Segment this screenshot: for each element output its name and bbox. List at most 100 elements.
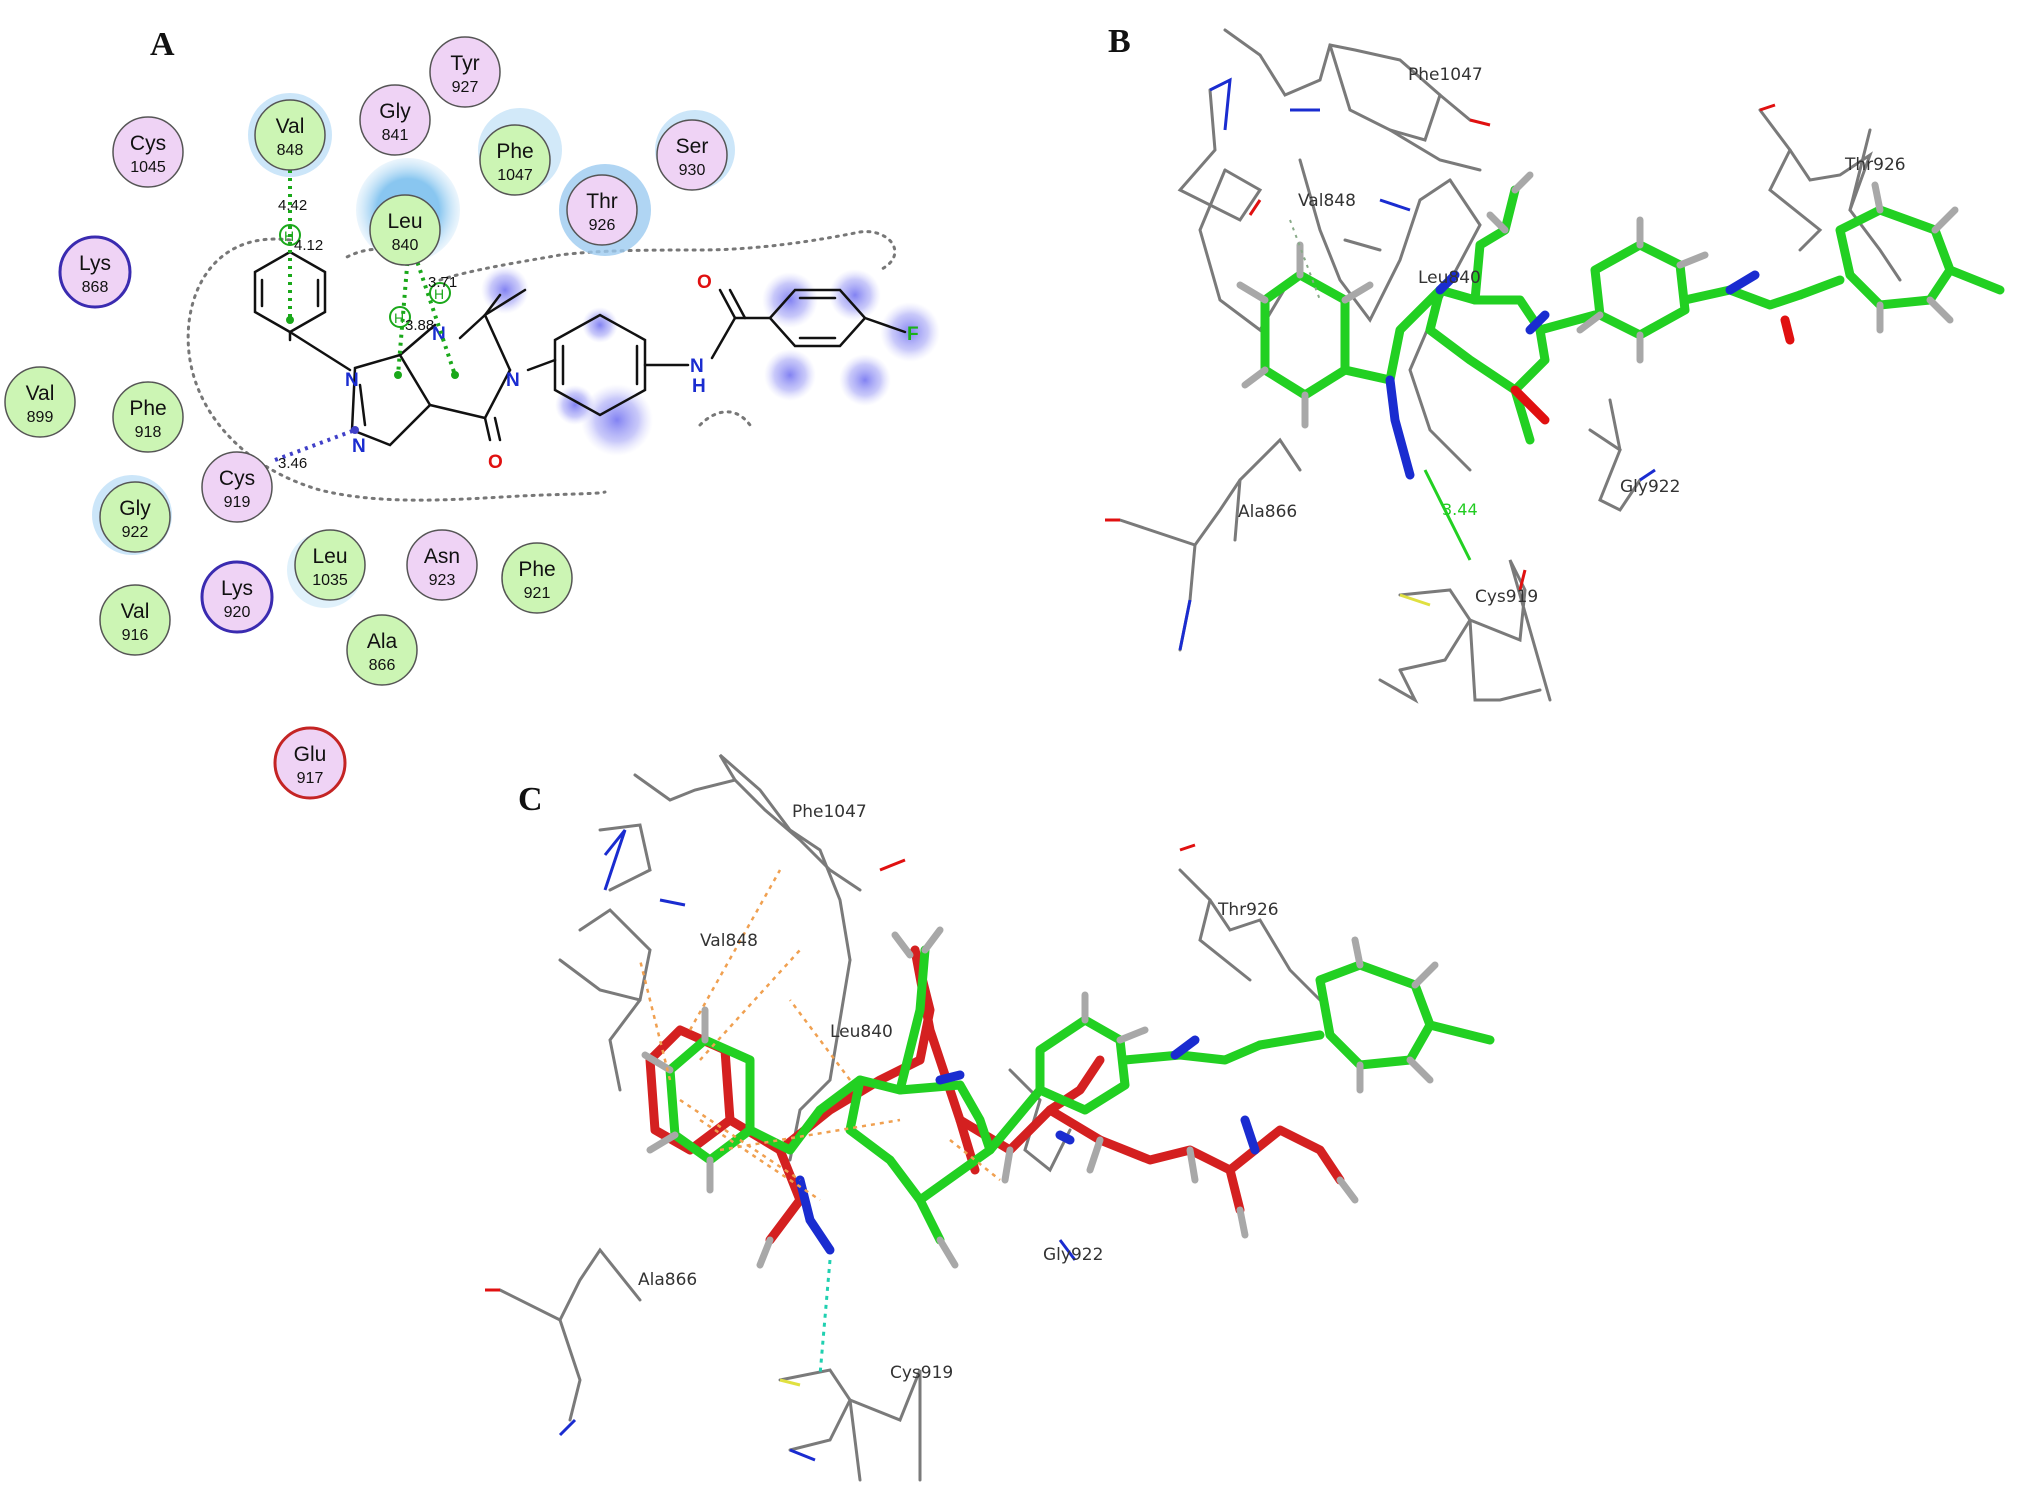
svg-text:919: 919 (224, 494, 251, 511)
residue-disk-thr926: Thr 926 (566, 174, 638, 246)
atom-label: O (697, 272, 712, 293)
residue-disk-cys919: Cys 919 (201, 451, 273, 523)
exposure-blob (839, 354, 891, 406)
svg-text:927: 927 (452, 79, 479, 96)
protein-oxygen-sticks (485, 843, 1196, 1292)
residue-disk-leu1035: Leu 1035 (294, 529, 366, 601)
svg-text:918: 918 (135, 424, 162, 441)
ligand-oxygen-sticks (1510, 315, 1795, 425)
residue-disk-glu917: Glu 917 (273, 726, 347, 800)
hbond-distance-label: 3.44 (1442, 500, 1478, 519)
residue-disk-asn923: Asn 923 (406, 529, 478, 601)
protein-sulfur-sticks (1399, 593, 1431, 607)
residue-disk-ser930: Ser 930 (656, 119, 728, 191)
ligand-sticks (1260, 185, 2005, 445)
svg-text:1047: 1047 (497, 167, 533, 184)
svg-text:923: 923 (429, 572, 456, 589)
svg-text:Cys: Cys (130, 132, 166, 155)
atom-label: N (690, 356, 704, 377)
svg-text:Leu: Leu (312, 545, 347, 568)
pocket-outline-fragment (698, 410, 752, 427)
exposure-blob (762, 272, 818, 328)
svg-text:Phe: Phe (496, 140, 533, 163)
residue-label-3d: Leu840 (830, 1022, 893, 1042)
svg-text:Glu: Glu (294, 743, 327, 766)
ligand-nitrogen-sticks (795, 1035, 1260, 1255)
residue-label-3d: Thr926 (1217, 900, 1279, 920)
svg-text:930: 930 (679, 162, 706, 179)
residue-disk-lys868: Lys 868 (58, 235, 132, 309)
protein-sticks (1118, 28, 1902, 704)
exposure-blob (764, 349, 816, 401)
svg-text:Val: Val (276, 115, 305, 138)
hbond-line (1423, 469, 1472, 561)
residue-disk-phe918: Phe 918 (112, 381, 184, 453)
svg-text:899: 899 (27, 409, 54, 426)
exposure-blob (582, 307, 618, 343)
svg-text:Lys: Lys (79, 252, 111, 275)
svg-text:Cys: Cys (219, 467, 255, 490)
atom-label: N (506, 370, 520, 391)
pi-h-icon: H (389, 306, 411, 328)
residue-disk-cys1045: Cys 1045 (112, 116, 184, 188)
residue-disk-val916: Val 916 (99, 584, 171, 656)
residue-disk-gly922: Gly 922 (99, 481, 171, 553)
residue-label-3d: Thr926 (1844, 155, 1906, 175)
distance-label: 3.46 (278, 455, 307, 472)
panel-a-diagram: N N N N O O N H F H H (4, 36, 940, 800)
protein-oxygen-sticks (1105, 103, 1776, 591)
residue-disk-phe1047: Phe 1047 (479, 124, 551, 196)
residue-disk-val899: Val 899 (4, 366, 76, 438)
panel-c-3d-overlay: Phe1047 Thr926 Val848 Leu840 Gly922 Ala8… (485, 753, 1495, 1482)
svg-text:Leu: Leu (387, 210, 422, 233)
residue-label-3d: Phe1047 (792, 802, 867, 822)
svg-text:866: 866 (369, 657, 396, 674)
atom-label: N (345, 370, 359, 391)
panel-b-3d-pose: Phe1047 Thr926 Val848 Leu840 Ala866 Gly9… (1105, 28, 2005, 704)
panel-label-c: C (518, 781, 543, 818)
protein-nitrogen-sticks (1178, 77, 1656, 651)
exposure-blob (555, 385, 595, 425)
svg-text:1035: 1035 (312, 572, 348, 589)
ligand-hydrogen-sticks (641, 926, 1439, 1269)
svg-text:917: 917 (297, 770, 324, 787)
residue-label-3d: Ala866 (638, 1270, 697, 1290)
svg-text:Asn: Asn (424, 545, 460, 568)
pi-h-icon: H (429, 282, 451, 304)
svg-text:H: H (394, 310, 404, 326)
svg-text:Phe: Phe (518, 558, 555, 581)
residue-label-3d: Gly922 (1620, 477, 1680, 497)
pocket-outline (186, 230, 897, 502)
svg-text:Ser: Ser (676, 135, 709, 158)
distance-label: 4.42 (278, 197, 307, 214)
protein-sticks (498, 753, 1322, 1482)
ligand-nitrogen-sticks (1385, 270, 1760, 480)
panel-label-b: B (1108, 23, 1131, 60)
protein-nitrogen-sticks (558, 829, 1077, 1462)
residue-disk-phe921: Phe 921 (501, 542, 573, 614)
exposure-blob (581, 384, 653, 456)
svg-text:H: H (434, 286, 444, 302)
residue-label-3d: Leu840 (1418, 268, 1481, 288)
residue-label-3d: Val848 (700, 931, 758, 951)
atom-label: N (352, 436, 366, 457)
hydrophobic-interaction-lines (638, 869, 1001, 1202)
ligand-skeleton (253, 250, 907, 447)
residue-label-3d: Phe1047 (1408, 65, 1483, 85)
svg-text:H: H (284, 228, 294, 244)
svg-text:840: 840 (392, 237, 419, 254)
svg-text:Val: Val (26, 382, 55, 405)
atom-label: O (488, 452, 503, 473)
residue-label-3d: Ala866 (1238, 502, 1297, 522)
residue-disk-gly841: Gly 841 (359, 84, 431, 156)
atom-label: H (692, 376, 706, 397)
svg-text:916: 916 (122, 627, 149, 644)
exposure-blob (829, 269, 881, 321)
distance-label: 3.88 (405, 317, 434, 334)
residue-disk-ala866: Ala 866 (346, 614, 418, 686)
pi-line (1289, 219, 1321, 301)
exposure-blob (880, 302, 940, 362)
svg-text:868: 868 (82, 279, 109, 296)
svg-text:Gly: Gly (379, 100, 411, 123)
